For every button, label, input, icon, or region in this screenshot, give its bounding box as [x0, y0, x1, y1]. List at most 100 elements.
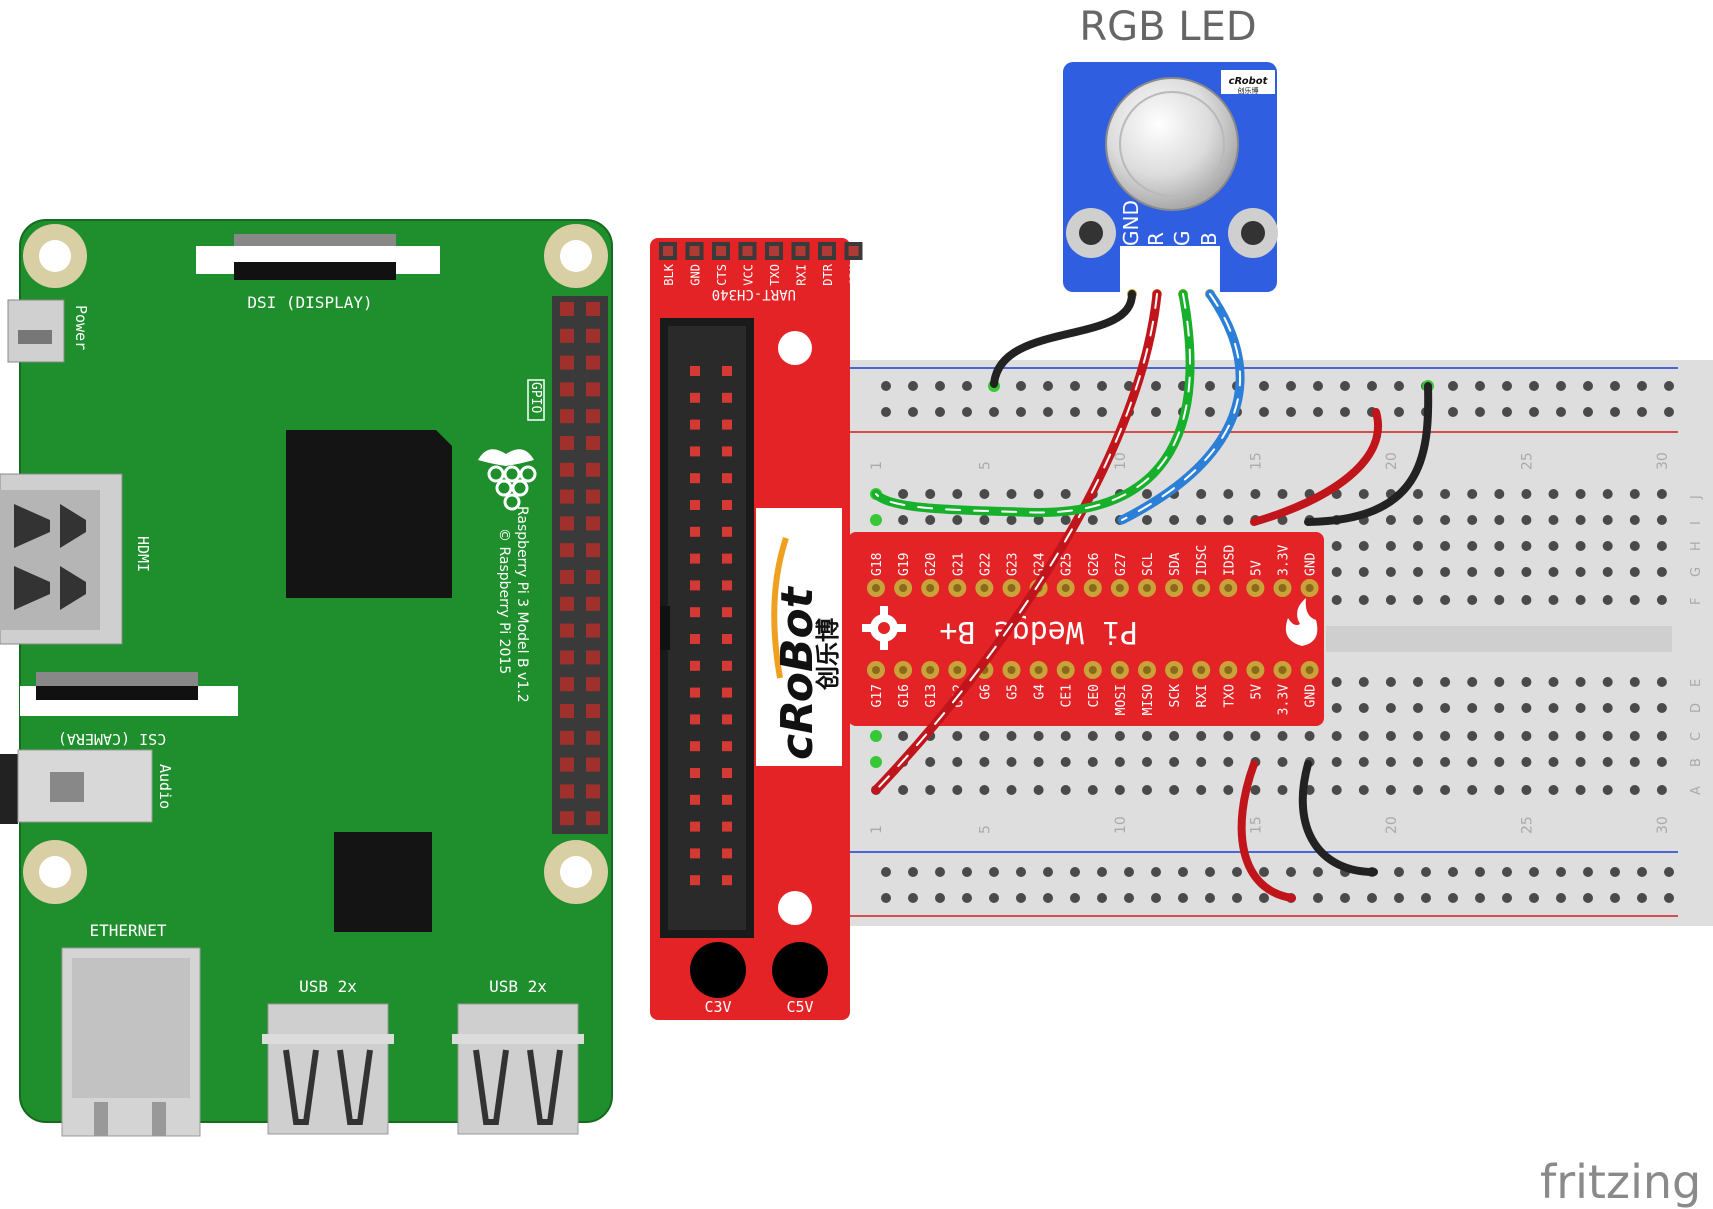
breadboard-hole	[1142, 515, 1152, 525]
rail-hole	[962, 893, 972, 903]
raspberry-pi-board: DSI (DISPLAY) Power HDMI CSI (CAMERA)	[0, 219, 613, 1137]
breadboard-hole	[1413, 541, 1423, 551]
breadboard-hole	[1575, 757, 1586, 767]
rail-hole	[1394, 867, 1404, 877]
breadboard-hole	[1060, 515, 1071, 525]
c5v-button[interactable]	[772, 942, 828, 998]
breadboard-hole	[1304, 731, 1315, 741]
breadboard-hole	[1358, 595, 1369, 605]
breadboard-hole	[1331, 541, 1342, 551]
ethernet-port	[61, 947, 201, 1137]
gpio-pin	[586, 489, 600, 504]
wedge-pin-label: TXO	[1222, 684, 1237, 708]
row-letter: F	[1689, 598, 1704, 605]
rail-hole	[1529, 867, 1539, 877]
rail-hole	[1205, 381, 1215, 391]
breadboard-hole	[1385, 567, 1396, 577]
breadboard-hole	[1629, 515, 1640, 525]
wedge-pin-label: CE1	[1060, 684, 1075, 707]
c5v-label: C5V	[786, 998, 813, 1016]
wedge-pin-label: G17	[870, 684, 885, 707]
header-pin	[722, 500, 732, 510]
wedge-pin-label: G26	[1087, 553, 1102, 576]
breadboard-hole	[1358, 489, 1369, 499]
active-hole	[870, 514, 882, 526]
breadboard-hole	[1413, 703, 1423, 713]
rail-hole	[1448, 407, 1458, 417]
gpio-pin	[586, 436, 600, 450]
breadboard-hole	[1358, 677, 1369, 687]
breadboard-hole	[1033, 515, 1044, 525]
header-pin	[690, 875, 700, 886]
breadboard-hole	[1331, 595, 1342, 605]
breadboard-hole	[1033, 731, 1044, 741]
uart-pin-label: BLK	[662, 263, 676, 285]
gpio-pin	[586, 730, 600, 745]
rail-hole	[1313, 867, 1323, 877]
breadboard-hole	[1467, 489, 1478, 499]
breadboard-hole	[1548, 677, 1559, 687]
header-pin	[690, 634, 700, 644]
breadboard-hole	[1494, 541, 1505, 551]
breadboard-hole	[1331, 567, 1342, 577]
rail-hole	[1340, 893, 1350, 903]
rail-hole	[1097, 407, 1107, 417]
row-letter: I	[1689, 521, 1704, 525]
breadboard-hole	[979, 489, 990, 499]
breadboard-hole	[1250, 785, 1261, 795]
rail-hole	[1475, 867, 1485, 877]
rail-hole	[1097, 893, 1107, 903]
rail-hole	[1394, 893, 1404, 903]
rail-hole	[935, 407, 945, 417]
rail-hole	[1043, 381, 1053, 391]
breadboard-hole	[1196, 785, 1207, 795]
header-pin	[722, 821, 732, 832]
rail-hole	[989, 407, 999, 417]
breadboard-hole	[1033, 757, 1044, 767]
breadboard-hole	[1656, 489, 1667, 499]
rail-hole	[1016, 893, 1026, 903]
breadboard-hole	[1521, 567, 1532, 577]
column-number: 15	[1248, 452, 1264, 470]
breadboard-hole	[1331, 731, 1342, 741]
header-pin	[722, 580, 732, 591]
breadboard-hole	[1467, 595, 1478, 605]
rail-hole	[1502, 893, 1512, 903]
breadboard-hole	[1602, 731, 1613, 741]
gpio-pin	[586, 704, 600, 718]
rail-hole	[1664, 407, 1674, 417]
usb-lan-chip	[334, 832, 432, 932]
green-wire	[871, 289, 1195, 518]
usb2-label: USB 2x	[489, 977, 547, 996]
breadboard-hole	[1060, 489, 1071, 499]
row-letter: C	[1689, 732, 1704, 741]
rail-hole	[908, 867, 918, 877]
breadboard-hole	[1440, 567, 1451, 577]
rail-hole	[1475, 407, 1485, 417]
breadboard-hole	[1602, 567, 1613, 577]
rail-hole	[1610, 381, 1620, 391]
breadboard-hole	[1494, 731, 1505, 741]
breadboard-hole	[1548, 567, 1559, 577]
rail-hole	[935, 893, 945, 903]
column-number: 20	[1384, 452, 1400, 470]
c3v-button[interactable]	[690, 942, 746, 998]
power-label: Power	[72, 305, 90, 350]
breadboard-hole	[1575, 677, 1586, 687]
row-letter: A	[1689, 786, 1704, 795]
breadboard-hole	[1548, 489, 1559, 499]
wedge-pin-label: G19	[897, 553, 912, 576]
rail-hole	[1556, 867, 1566, 877]
breadboard-hole	[1223, 489, 1234, 499]
breadboard-hole	[1413, 489, 1423, 499]
uart-pin-label: TXO	[768, 264, 782, 286]
breadboard-hole	[1114, 757, 1125, 767]
breadboard-hole	[1169, 785, 1180, 795]
breadboard-hole	[1114, 785, 1125, 795]
header-pin	[690, 419, 700, 430]
rail-hole	[1394, 381, 1404, 391]
ethernet-label: ETHERNET	[89, 921, 166, 940]
breadboard-hole	[1223, 785, 1234, 795]
wedge-pin-label: SCL	[1141, 552, 1156, 576]
